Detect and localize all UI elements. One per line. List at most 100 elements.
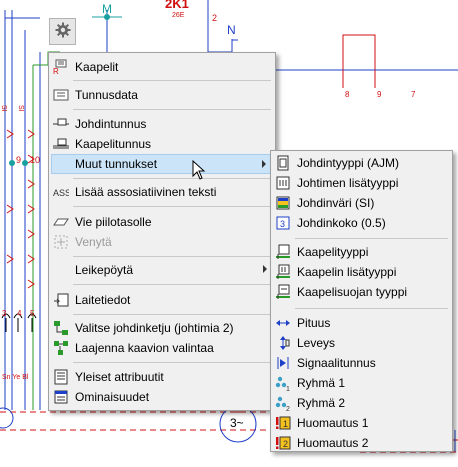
menu-item-label: Tunnusdata — [75, 88, 138, 102]
menu-item-muut-tunnukset[interactable]: Muut tunnukset — [51, 154, 273, 174]
svg-text:2: 2 — [286, 406, 290, 411]
menu-item-label: Huomautus 1 — [297, 416, 369, 430]
terminal-label-8: 8 — [345, 90, 350, 99]
menu-separator — [73, 362, 271, 363]
menu-item-label: Kaapelityyppi — [297, 245, 369, 259]
wire-size-icon: 3 — [275, 215, 291, 231]
menu-item-label: Pituus — [297, 316, 331, 330]
menu-item-label: Leikepöytä — [75, 263, 134, 277]
hidden-layer-icon — [53, 214, 69, 230]
pin-label-3: 3 — [2, 309, 7, 318]
wire-extra-type-icon — [275, 175, 291, 191]
motor-label: 3~ — [230, 416, 244, 430]
menu-item-valitse-johdinketju[interactable]: Valitse johdinketju (johtimia 2) — [51, 318, 273, 338]
menu-item-ominaisuudet[interactable]: Ominaisuudet — [51, 387, 273, 407]
menu-separator — [73, 256, 271, 257]
menu-item-vie-piilotasolle[interactable]: Vie piilotasolle — [51, 212, 273, 232]
wire-type-icon — [275, 155, 291, 171]
cable-marker-icon: R — [53, 59, 69, 75]
menu-item-label: Kaapelitunnus — [75, 137, 152, 151]
menu-item-kaapelit[interactable]: R Kaapelit — [51, 57, 273, 77]
gear-icon — [55, 22, 71, 41]
cable-type-icon — [275, 244, 291, 260]
submenu-arrow-icon — [263, 265, 267, 273]
menu-item-label: Kaapelisuojan tyyppi — [297, 285, 408, 299]
svg-text:3: 3 — [280, 219, 285, 229]
menu-separator — [295, 238, 448, 239]
submenu-arrow-icon — [262, 160, 266, 168]
menu-item-label: Yleiset attribuutit — [75, 370, 164, 384]
submenu-item-ryhma-2[interactable]: 2 Ryhmä 2 — [273, 393, 450, 413]
wire-chain-icon — [53, 320, 69, 336]
device-label-2K1: 2K1 — [165, 0, 189, 11]
submenu-item-pituus[interactable]: Pituus — [273, 313, 450, 333]
submenu-item-johdinvari[interactable]: Johdinväri (SI) — [273, 193, 450, 213]
menu-item-laajenna-kaavion-valintaa[interactable]: Laajenna kaavion valintaa — [51, 338, 273, 358]
menu-item-label: Kaapelin lisätyyppi — [297, 265, 397, 279]
submenu-item-kaapelityyppi[interactable]: Kaapelityyppi — [273, 242, 450, 262]
menu-item-label: Signaalitunnus — [297, 356, 376, 370]
menu-separator — [73, 314, 271, 315]
svg-text:1: 1 — [286, 386, 290, 391]
settings-gear-button[interactable] — [49, 18, 76, 45]
note-2-icon: 2 — [275, 435, 291, 451]
wire-colors-label: Sn Ye Bl — [2, 374, 29, 381]
menu-item-label: Huomautus 2 — [297, 436, 369, 450]
pin-label-10-left: 10 — [30, 155, 41, 165]
device-label-2K1-sub: 26E — [172, 12, 185, 19]
menu-item-label: Leveys — [297, 336, 336, 350]
menu-separator — [73, 284, 271, 285]
submenu-item-ryhma-1[interactable]: 1 Ryhmä 1 — [273, 373, 450, 393]
menu-item-label: Johdinväri (SI) — [297, 196, 375, 210]
menu-item-label: Muut tunnukset — [75, 157, 158, 171]
terminal-label-7: 7 — [411, 90, 416, 99]
submenu-item-johdinkoko[interactable]: 3 Johdinkoko (0.5) — [273, 213, 450, 233]
pin-label-4: 4 — [17, 309, 22, 318]
wire-id-icon — [53, 116, 69, 132]
cable-id-icon — [53, 136, 69, 152]
menu-item-tunnusdata[interactable]: Tunnusdata — [51, 85, 273, 105]
cable-extra-type-icon — [275, 264, 291, 280]
menu-item-label: Ominaisuudet — [75, 390, 150, 404]
menu-item-label: Johdinkoko (0.5) — [297, 216, 386, 230]
submenu-item-huomautus-1[interactable]: 1 Huomautus 1 — [273, 413, 450, 433]
menu-item-lisaa-assosiatiivinen-teksti[interactable]: ASSO Lisää assosiatiivinen teksti — [51, 182, 273, 202]
bus-label-M: M — [102, 2, 112, 16]
wire-color-label-SI-1: SI — [0, 105, 7, 112]
menu-item-laitetiedot[interactable]: Laitetiedot — [51, 290, 273, 310]
menu-item-label: Johtimen lisätyyppi — [297, 176, 399, 190]
width-icon — [275, 335, 291, 351]
submenu-item-kaapelin-lisatyyppi[interactable]: Kaapelin lisätyyppi — [273, 262, 450, 282]
menu-item-label: Valitse johdinketju (johtimia 2) — [75, 321, 234, 335]
id-data-icon — [53, 87, 69, 103]
menu-item-johdintunnus[interactable]: Johdintunnus — [51, 114, 273, 134]
properties-icon — [53, 389, 69, 405]
bus-label-N: N — [227, 23, 236, 37]
associative-text-icon: ASSO — [53, 184, 69, 200]
menu-item-label: Vie piilotasolle — [75, 215, 152, 229]
menu-item-yleiset-attribuutit[interactable]: Yleiset attribuutit — [51, 367, 273, 387]
menu-separator — [73, 109, 271, 110]
menu-item-venyta[interactable]: Venytä — [51, 232, 273, 252]
menu-item-leikepoyta[interactable]: Leikepöytä — [51, 260, 273, 280]
pin-label-9-left: 9 — [16, 155, 22, 165]
note-1-icon: 1 — [275, 415, 291, 431]
signal-id-icon — [275, 355, 291, 371]
svg-text:ASSO: ASSO — [53, 188, 69, 198]
menu-item-label: Laitetiedot — [75, 293, 131, 307]
expand-selection-icon — [53, 340, 69, 356]
pin-label-5: 5 — [30, 309, 35, 318]
submenu-item-huomautus-2[interactable]: 2 Huomautus 2 — [273, 433, 450, 453]
menu-item-kaapelitunnus[interactable]: Kaapelitunnus — [51, 134, 273, 154]
menu-item-label: Johdintyyppi (AJM) — [297, 156, 400, 170]
menu-item-label: Kaapelit — [75, 60, 119, 74]
menu-item-label: Venytä — [75, 235, 112, 249]
submenu-item-leveys[interactable]: Leveys — [273, 333, 450, 353]
submenu-item-signaalitunnus[interactable]: Signaalitunnus — [273, 353, 450, 373]
menu-item-label: Ryhmä 2 — [297, 396, 346, 410]
submenu-item-kaapelisuojan-tyyppi[interactable]: Kaapelisuojan tyyppi — [273, 282, 450, 302]
submenu-item-johtimen-lisatyyppi[interactable]: Johtimen lisätyyppi — [273, 173, 450, 193]
stretch-icon — [53, 234, 69, 250]
submenu-item-johdintyyppi[interactable]: Johdintyyppi (AJM) — [273, 153, 450, 173]
